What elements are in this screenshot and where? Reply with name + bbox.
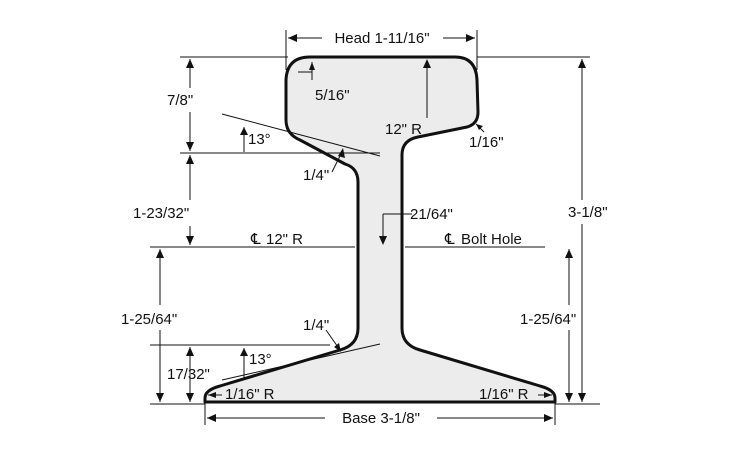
head-arrow-right	[466, 34, 475, 42]
lower-angle-label: 13°	[249, 351, 272, 368]
crown-radius-label: 12" R	[385, 121, 422, 138]
base-arrow-right	[544, 414, 553, 422]
base-radius-right-label: 1/16" R	[479, 386, 529, 403]
neutral-right-arrow-top	[565, 249, 573, 258]
upper-fillet-label: 1/4"	[303, 167, 329, 184]
height-label: 3-1/8"	[568, 204, 608, 221]
web-thickness-arrow	[379, 236, 387, 245]
centerline-symbol-right: ℄	[444, 231, 455, 248]
head-depth-arrow-top	[186, 59, 194, 68]
upper-fillet-arrow	[338, 148, 345, 158]
head-edge-arrow	[476, 124, 483, 130]
head-arrow-left	[288, 34, 297, 42]
base-radius-left-label: 1/16" R	[225, 386, 275, 403]
web-thickness-label: 21/64"	[410, 206, 453, 223]
bolt-hole-label: Bolt Hole	[461, 231, 522, 248]
base-depth-arrow-top	[186, 347, 194, 356]
upper-slope-line	[221, 113, 381, 157]
base-depth-arrow-bottom	[186, 393, 194, 402]
neutral-right-label: 1-25/64"	[520, 311, 576, 328]
neutral-left-arrow-top	[156, 249, 164, 258]
centerline-symbol-left: ℄	[250, 231, 261, 248]
head-corner-arrow	[309, 62, 315, 70]
height-arrow-bottom	[578, 393, 586, 402]
base-radius-right-arrow	[544, 392, 552, 398]
lower-fillet-arrow	[334, 343, 341, 352]
lower-fillet-label: 1/4"	[303, 317, 329, 334]
web-radius-label: 12" R	[266, 231, 303, 248]
lower-slope-line	[221, 343, 381, 381]
upper-angle-label: 13°	[248, 131, 271, 148]
web-height-label: 1-23/32"	[133, 205, 189, 222]
head-depth-arrow-bottom	[186, 142, 194, 151]
upper-angle-arrow	[240, 127, 248, 135]
base-depth-label: 17/32"	[167, 366, 210, 383]
lower-angle-arrow	[240, 348, 248, 356]
head-edge-label: 1/16"	[469, 134, 504, 151]
height-arrow-top	[578, 59, 586, 68]
base-radius-left-arrow	[208, 392, 216, 398]
head-depth-label: 7/8"	[167, 92, 193, 109]
base-width-label: Base 3-1/8"	[342, 410, 420, 427]
head-corner-label: 5/16"	[315, 87, 350, 104]
neutral-left-label: 1-25/64"	[121, 311, 177, 328]
web-height-arrow-top	[186, 155, 194, 164]
base-arrow-left	[207, 414, 216, 422]
neutral-right-arrow-bottom	[565, 393, 573, 402]
neutral-left-arrow-bottom	[156, 393, 164, 402]
web-height-arrow-bottom	[186, 236, 194, 245]
head-width-label: Head 1-11/16"	[334, 30, 429, 47]
crown-radius-arrow	[423, 59, 431, 68]
